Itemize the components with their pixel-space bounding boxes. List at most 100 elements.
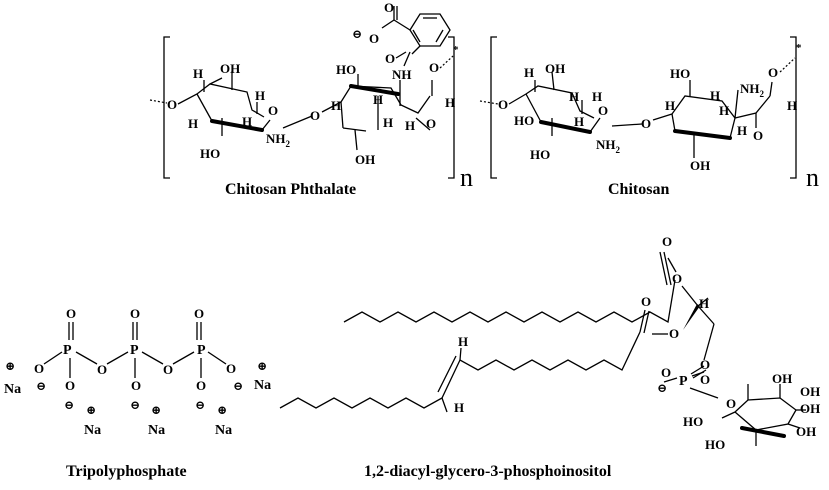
- amide-co: [395, 51, 407, 59]
- ring2-ch2: [354, 129, 358, 151]
- ring2-h1: H: [710, 88, 720, 103]
- glycerol-2: [697, 305, 715, 325]
- inositol-oh-3: OH: [800, 401, 820, 416]
- ring1-nh2: NH2: [266, 131, 291, 149]
- lower-ester-o: O: [669, 326, 679, 341]
- ring2-o-bond: [769, 81, 773, 97]
- inositol-v5: [721, 411, 736, 419]
- ring2-terminus: [779, 57, 796, 73]
- o-bottom-1: O: [65, 378, 75, 393]
- ring2-nh: NH: [392, 67, 412, 82]
- ring2-o: O: [753, 128, 763, 143]
- o-link-left: O: [498, 97, 508, 112]
- ring2-o-link: O: [768, 65, 778, 80]
- glycosidic-bond-2: [652, 113, 673, 121]
- na-plus-4: ⊕: [217, 403, 227, 417]
- na-plus-5: ⊕: [257, 359, 267, 373]
- o-left-bond: [43, 351, 63, 365]
- ring2-h3: H: [665, 98, 675, 113]
- ring2-ho-top: HO: [336, 62, 356, 77]
- upper-carbonyl-o: O: [662, 234, 672, 249]
- phosphate-o-minus: O: [661, 365, 671, 380]
- minus-1: ⊖: [64, 398, 74, 412]
- chitosan-phthalate-caption: Chitosan Phthalate: [225, 181, 356, 198]
- tripolyphosphate-caption: Tripolyphosphate: [66, 463, 187, 480]
- upper-carbonyl: [659, 251, 668, 286]
- ring2-h2: H: [719, 103, 729, 118]
- ring2-terminus: [439, 55, 454, 69]
- glycosidic-bond-1: [282, 115, 313, 129]
- carboxylate-o-minus: O: [369, 31, 379, 46]
- ring2-v3: [729, 117, 736, 139]
- ring1-c1: [525, 93, 542, 123]
- ring1-bonds: [177, 83, 265, 118]
- end-star: *: [796, 42, 802, 54]
- ring1-ch2: [551, 71, 555, 91]
- lower-carbonyl: [639, 309, 646, 333]
- ring2-h3: H: [383, 115, 393, 130]
- glycosidic-bond-1: [611, 123, 643, 127]
- left-bracket: [490, 36, 497, 179]
- benzene-inner2: [435, 29, 444, 43]
- benzene-ring: [409, 13, 451, 47]
- cis-h2-label: H: [458, 334, 468, 349]
- o-bottom-3: O: [196, 378, 206, 393]
- amide-o: O: [385, 51, 395, 66]
- ring1-oh: [209, 77, 223, 85]
- inositol-front-bond: [740, 426, 786, 438]
- o-bottom-2: O: [131, 378, 141, 393]
- right-bracket: [790, 36, 797, 179]
- repeat-unit-n: n: [806, 163, 819, 192]
- inositol-ho-1: HO: [683, 414, 703, 429]
- glycerol-3: [703, 323, 715, 361]
- phosphate-o-ester: O: [700, 357, 710, 372]
- chitosan-phthalate-structure: n * O H OH HO H H H O NH2 O: [149, 0, 473, 198]
- ring1-o-label: O: [268, 103, 278, 118]
- ring2-h4: H: [737, 123, 747, 138]
- ring2-nh2: NH2: [740, 81, 765, 99]
- chain-terminus: [479, 100, 499, 105]
- ring1-h6: H: [242, 114, 252, 129]
- bridge-1b: [106, 351, 129, 365]
- phosphorus: P: [679, 374, 688, 389]
- na-ion-1: Na: [4, 382, 21, 397]
- inositol-oh-1: OH: [772, 371, 792, 386]
- ring1-h5: H: [255, 88, 265, 103]
- ring2-ho-top: HO: [670, 66, 690, 81]
- ring1-h-label: H: [193, 66, 203, 81]
- o-left: O: [34, 361, 44, 376]
- ring1-h6: H: [574, 114, 584, 129]
- ring1-c2: [261, 119, 271, 131]
- upper-ester-bond: [667, 257, 677, 273]
- ring1-ho-left: HO: [514, 113, 534, 128]
- ring2-h1: H: [331, 98, 341, 113]
- minus-2: ⊖: [130, 398, 140, 412]
- cis-h1-label: H: [454, 400, 464, 415]
- phosphate-minus: ⊖: [657, 381, 667, 395]
- lower-carbonyl-2: [643, 310, 650, 334]
- ring1-oh-label: OH: [545, 61, 565, 76]
- inositol-ring: [734, 397, 797, 431]
- benzene-inner3: [412, 29, 421, 43]
- minus-3: ⊖: [195, 398, 205, 412]
- upper-carbonyl-2: [663, 251, 672, 286]
- chitosan-structure: n * O H OH HO HO H H H O NH2 O HO H: [479, 36, 819, 198]
- p-double-o: [690, 365, 705, 375]
- ring2-v1: [671, 113, 676, 132]
- carboxylate-bond: [393, 19, 411, 31]
- minus-left: ⊖: [36, 379, 46, 393]
- o-top-1: O: [66, 306, 76, 321]
- ring2-v6: [342, 127, 367, 132]
- carboxylate-o-: [381, 19, 395, 29]
- ring2-v5: [734, 89, 739, 119]
- phosphoinositol-caption: 1,2-diacyl-glycero-3-phosphoinositol: [364, 463, 612, 480]
- ring1-ho-label: HO: [530, 147, 550, 162]
- ring1-o-label: O: [598, 103, 608, 118]
- tripolyphosphate-structure: P P P O O O O O O O O O O ⊖ ⊖ ⊖ ⊖: [4, 306, 271, 480]
- bridge-1a: [75, 351, 98, 365]
- glycosidic-o-1: O: [310, 108, 320, 123]
- na-plus-3: ⊕: [151, 403, 161, 417]
- ring1-c1: [196, 93, 213, 122]
- na-ion-2: Na: [84, 423, 101, 438]
- repeat-unit-n: n: [460, 163, 473, 192]
